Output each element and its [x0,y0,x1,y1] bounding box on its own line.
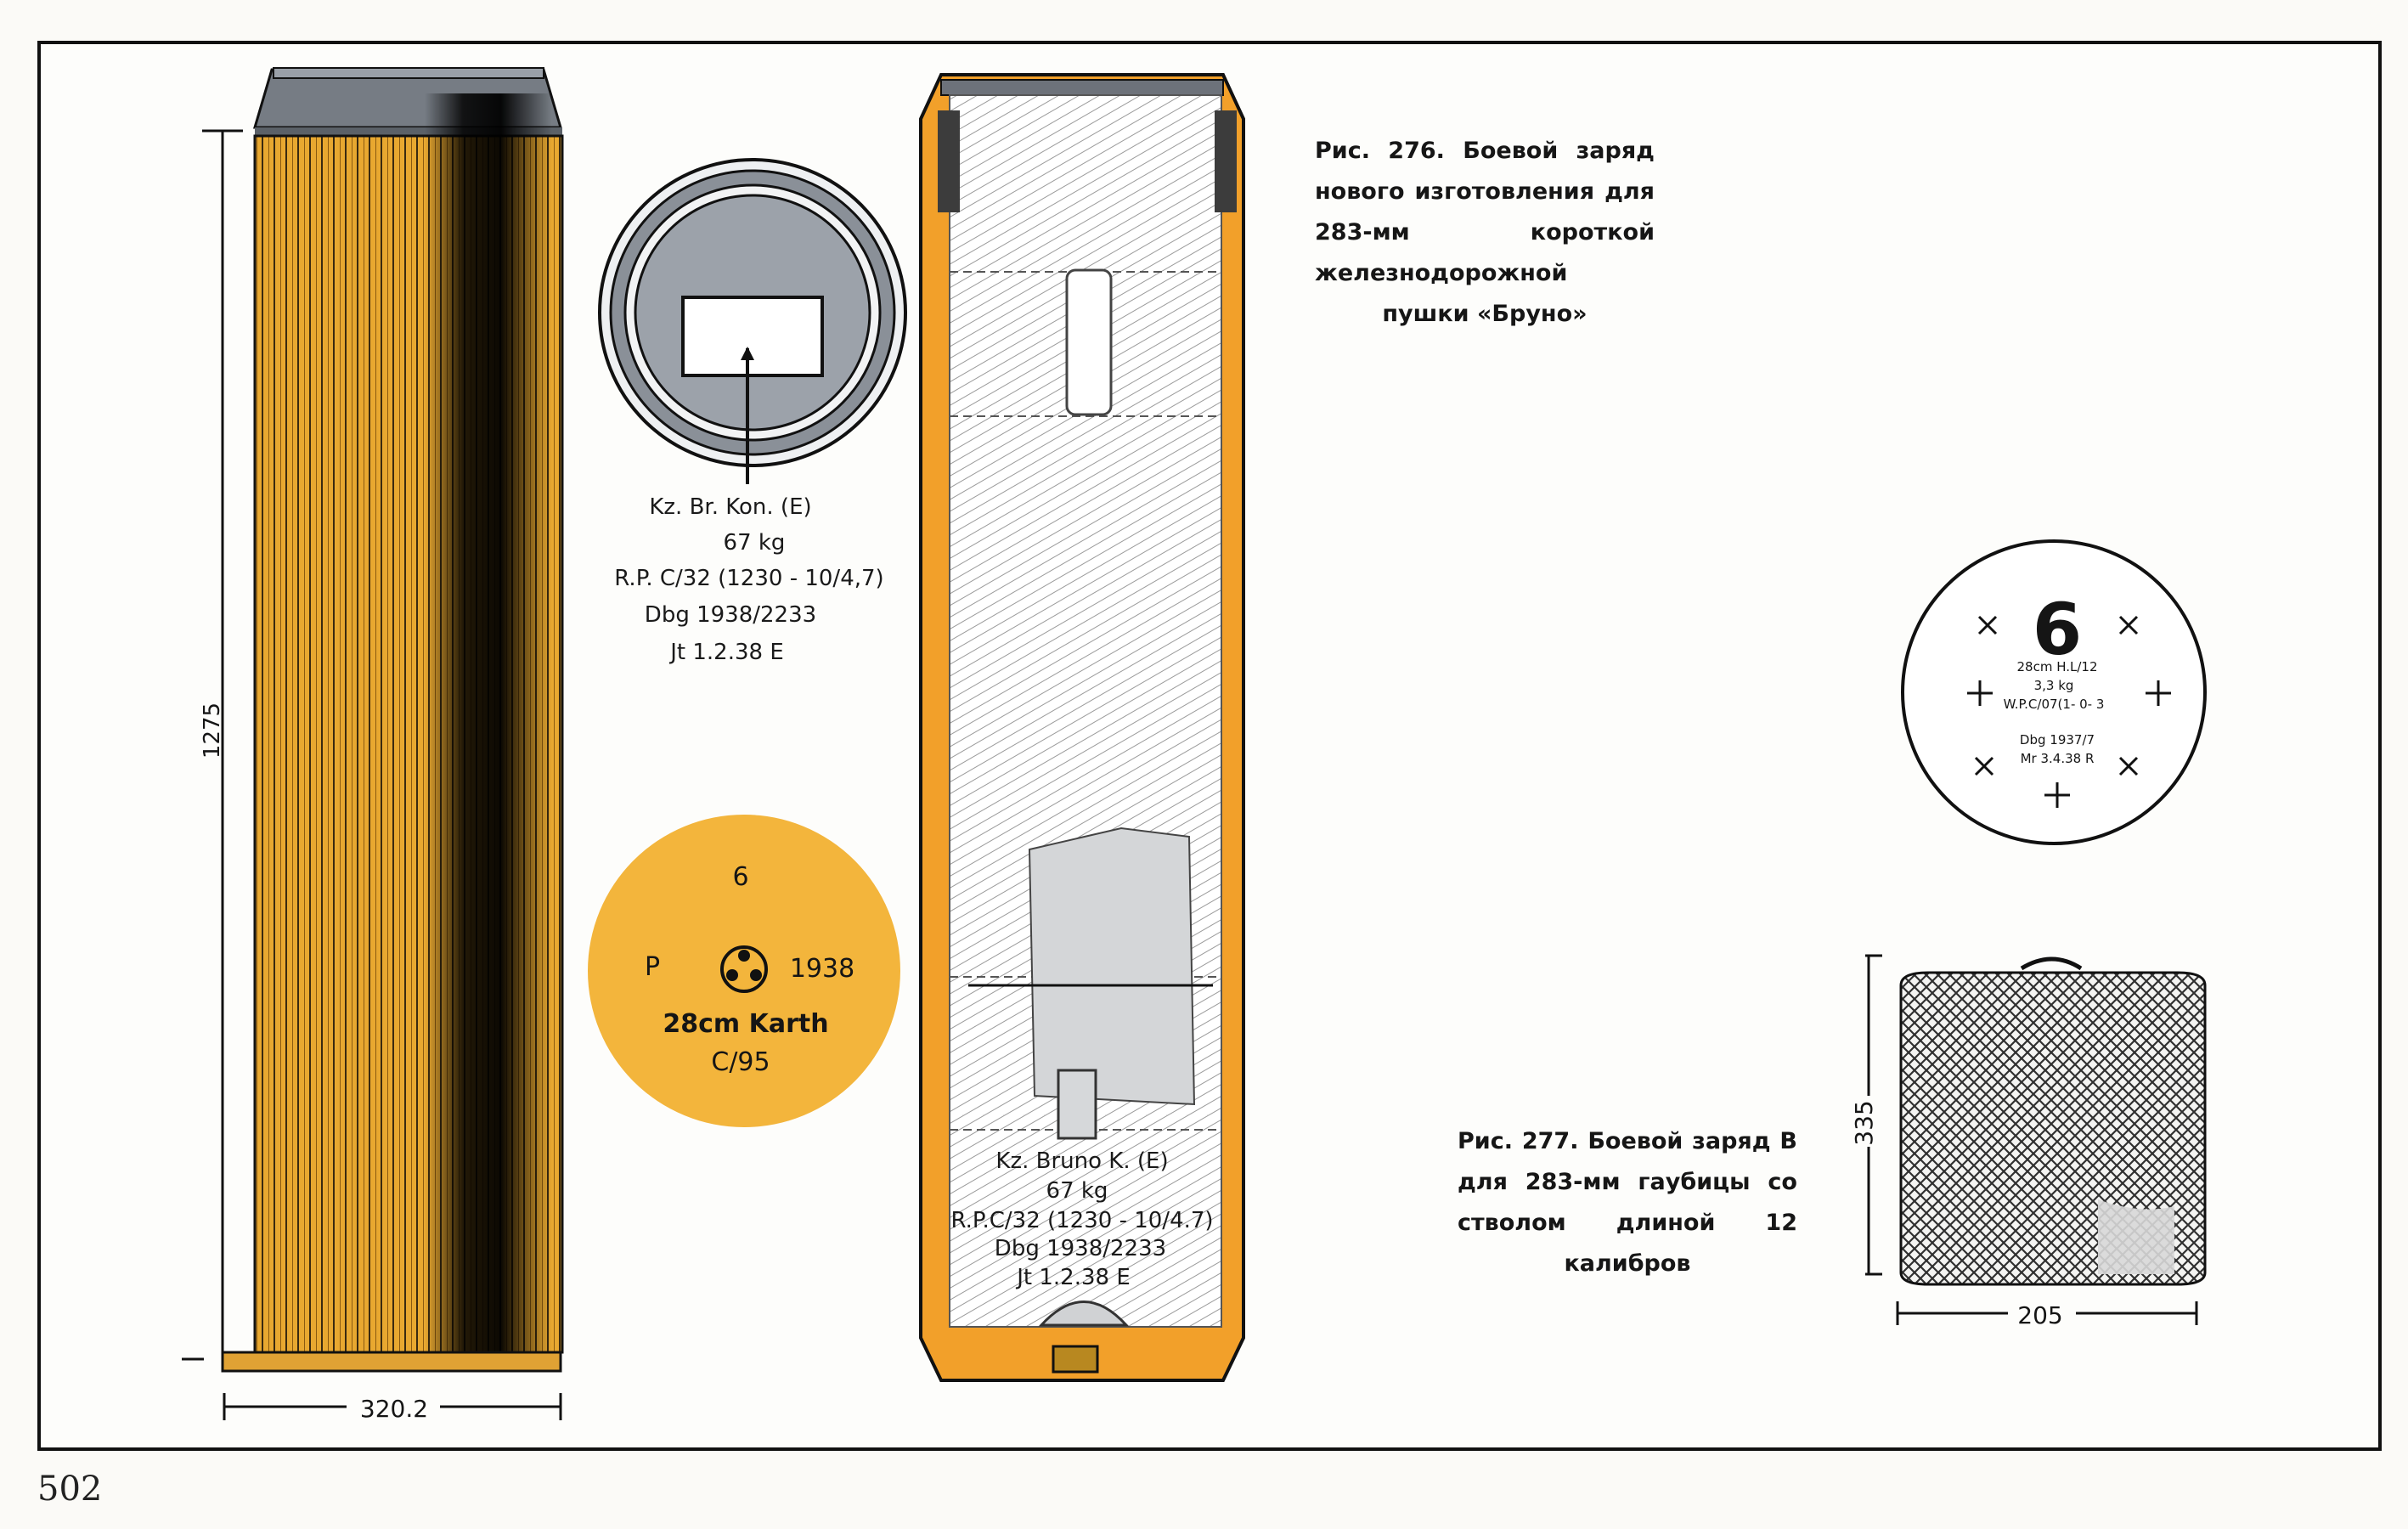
svg-text:R.P.C/32 (1230 - 10/4.7): R.P.C/32 (1230 - 10/4.7) [950,1208,1213,1233]
svg-text:Dbg 1938/2233: Dbg 1938/2233 [645,602,816,628]
charge-number: 6 [2033,588,2082,671]
cartridge-case-side-view [221,67,564,1373]
svg-text:C/95: C/95 [711,1047,770,1077]
svg-text:Mr 3.4.38 R: Mr 3.4.38 R [2021,751,2095,766]
page-number: 502 [37,1470,103,1509]
case-base-view: 6 P 1938 28cm Karth C/95 [588,815,900,1127]
height-dimension-label: 1275 [200,702,225,759]
bag-width-dimension: 205 [1896,1300,2198,1329]
bag-height-dimension: 335 [1848,954,1884,1276]
svg-text:W.P.C/07(1- 0- 3: W.P.C/07(1- 0- 3 [2004,697,2105,712]
svg-text:Kz. Bruno K. (E): Kz. Bruno K. (E) [995,1148,1168,1174]
netted-charge-bag [1899,956,2207,1286]
bag-width-label: 205 [2017,1301,2062,1329]
svg-text:67 kg: 67 kg [724,530,786,556]
svg-text:1938: 1938 [790,954,854,984]
svg-text:R.P. C/32 (1230 - 10/4,7): R.P. C/32 (1230 - 10/4,7) [614,566,883,591]
svg-text:6: 6 [732,862,748,892]
case-top-view [598,158,907,484]
width-dimension-label: 320.2 [360,1395,428,1423]
section-marking: Kz. Bruno K. (E) 67 kg R.P.C/32 (1230 - … [950,1148,1213,1290]
figure-276-caption: Рис. 276. Боевой заряд нового изготовлен… [1315,138,1655,327]
svg-text:Dbg 1938/2233: Dbg 1938/2233 [995,1236,1166,1261]
width-dimension: 320.2 [223,1393,562,1423]
svg-text:28cm Karth: 28cm Karth [663,1009,828,1039]
svg-text:Jt 1.2.38 E: Jt 1.2.38 E [668,640,784,665]
figure-277-caption: Рис. 277. Боевой заряд В для 283-мм гауб… [1458,1128,1797,1277]
svg-text:28cm H.L/12: 28cm H.L/12 [2017,659,2098,674]
svg-text:Jt 1.2.38 E: Jt 1.2.38 E [1015,1265,1131,1290]
cross-marks [1967,615,2171,808]
svg-text:Dbg 1937/7: Dbg 1937/7 [2020,732,2095,748]
height-dimension: 1275 [182,129,243,1361]
svg-text:3,3 kg: 3,3 kg [2034,678,2074,693]
bag-height-label: 335 [1850,1100,1878,1145]
cartridge-cross-section [919,73,1245,1382]
svg-text:67 kg: 67 kg [1046,1178,1108,1204]
svg-text:P: P [645,952,660,982]
top-marking: Kz. Br. Kon. (E) 67 kg R.P. C/32 (1230 -… [614,494,883,665]
svg-text:Kz. Br. Kon. (E): Kz. Br. Kon. (E) [649,494,811,520]
charge-end-view: 6 28cm H.L/12 3,3 kg W.P.C/07(1- 0- 3 Db… [1901,539,2207,845]
